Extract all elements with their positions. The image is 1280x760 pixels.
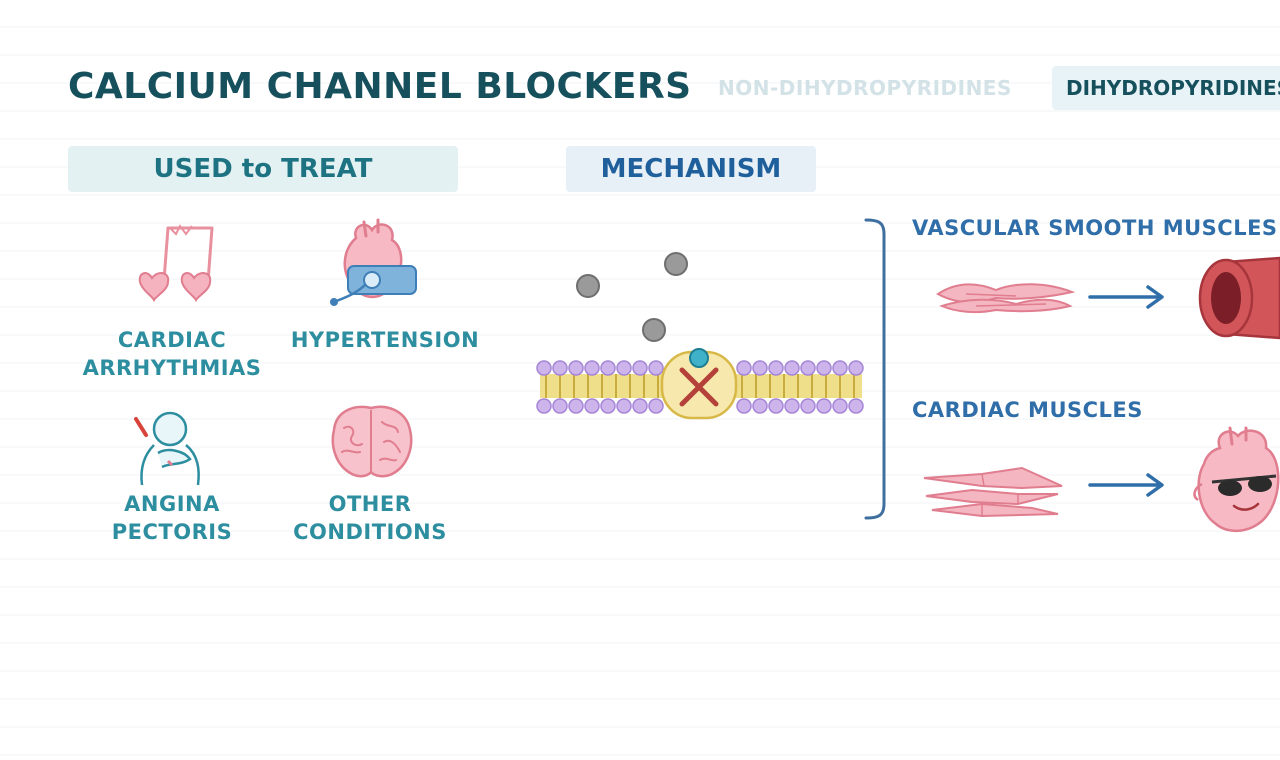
effect-label-cardiac-muscles: CARDIAC MUSCLES: [912, 398, 1143, 422]
relaxed-heart-icon: [1193, 426, 1280, 532]
dilated-blood-vessel-icon: [1198, 256, 1280, 340]
calcium-ions: [576, 252, 688, 342]
page-title: CALCIUM CHANNEL BLOCKERS: [68, 66, 692, 107]
arrow-right-icon: [1088, 285, 1164, 309]
chest-pain-person-icon: [134, 411, 200, 486]
tab-dihydropyridines[interactable]: DIHYDROPYRIDINES: [1052, 66, 1280, 110]
smooth-muscle-cells-icon: [936, 283, 1076, 314]
mechanism-heading: MECHANISM: [566, 146, 816, 192]
tab-non-dihydropyridines[interactable]: NON-DIHYDROPYRIDINES: [718, 76, 1012, 100]
calcium-ion: [642, 318, 666, 342]
calcium-ion: [664, 252, 688, 276]
condition-label-cardiac-arrhythmias: CARDIAC ARRHYTHMIAS: [82, 328, 262, 380]
used-to-treat-heading: USED to TREAT: [68, 146, 458, 192]
condition-label-hypertension: HYPERTENSION: [290, 328, 480, 352]
effect-label-vascular-smooth-muscles: VASCULAR SMOOTH MUSCLES: [912, 216, 1278, 240]
irregular-heartbeat-icon: [138, 224, 214, 303]
blocked-x-icon: [679, 367, 719, 407]
bracket: [864, 218, 886, 520]
cardiac-muscle-cells-icon: [923, 466, 1063, 518]
cell-membrane-diagram: [536, 252, 864, 420]
blocker-drug: [689, 348, 709, 368]
arrow-right-icon: [1088, 473, 1164, 497]
calcium-ion: [576, 274, 600, 298]
heart-with-bp-cuff-icon: [330, 218, 417, 306]
brain-icon: [331, 405, 413, 478]
condition-label-other-conditions: OTHER CONDITIONS: [293, 492, 447, 544]
condition-label-angina-pectoris: ANGINA PECTORIS: [111, 492, 233, 544]
